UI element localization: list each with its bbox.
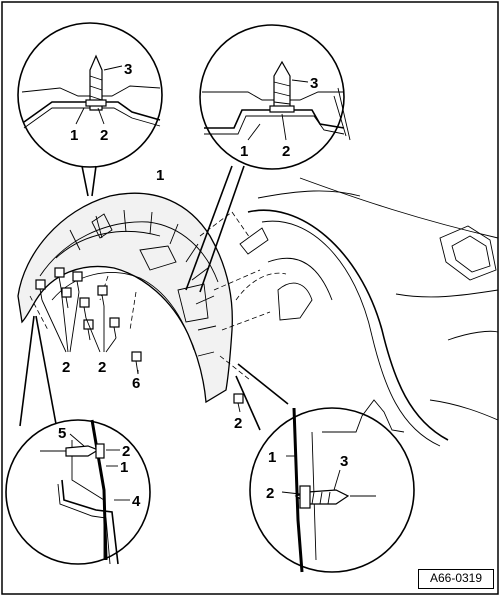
expanding-clip	[233, 393, 244, 413]
expanding-clip	[35, 279, 46, 301]
callout-bl-4: 4	[132, 493, 141, 510]
vehicle-body	[235, 177, 499, 447]
callout-tr-2: 2	[282, 143, 290, 160]
wheel-housing-liner	[17, 192, 271, 404]
expanding-clip	[79, 297, 90, 319]
callout-br-2: 2	[266, 485, 274, 502]
expanding-clip	[97, 285, 108, 307]
callout-fasteners-2b: 2	[98, 359, 106, 376]
detail-circle-top-right	[185, 24, 351, 293]
callout-fasteners-2a: 2	[62, 359, 70, 376]
callout-tl-2: 2	[100, 127, 108, 144]
figure-reference-label: A66-0319	[418, 569, 494, 589]
callout-bl-1: 1	[120, 459, 128, 476]
loose-fasteners	[35, 267, 244, 413]
callout-tl-1: 1	[70, 127, 78, 144]
expanding-clip	[61, 287, 72, 309]
screw	[131, 351, 142, 375]
expanding-clip	[72, 271, 83, 293]
callout-tr-1: 1	[240, 143, 248, 160]
callout-tl-3: 3	[124, 61, 132, 78]
detail-circle-bottom-left	[5, 315, 151, 565]
detail-circle-top-left	[17, 22, 163, 197]
callout-br-1: 1	[268, 449, 276, 466]
callout-screw-6: 6	[132, 375, 140, 392]
callout-tr-3: 3	[310, 75, 318, 92]
callout-bl-5: 5	[58, 425, 66, 442]
detail-circle-bottom-right	[235, 363, 415, 573]
callout-lower-2: 2	[234, 415, 242, 432]
expanding-clip	[54, 267, 65, 289]
callout-bl-2: 2	[122, 443, 130, 460]
callout-main-1: 1	[156, 167, 164, 184]
callout-br-3: 3	[340, 453, 348, 470]
expanding-clip	[109, 317, 120, 339]
